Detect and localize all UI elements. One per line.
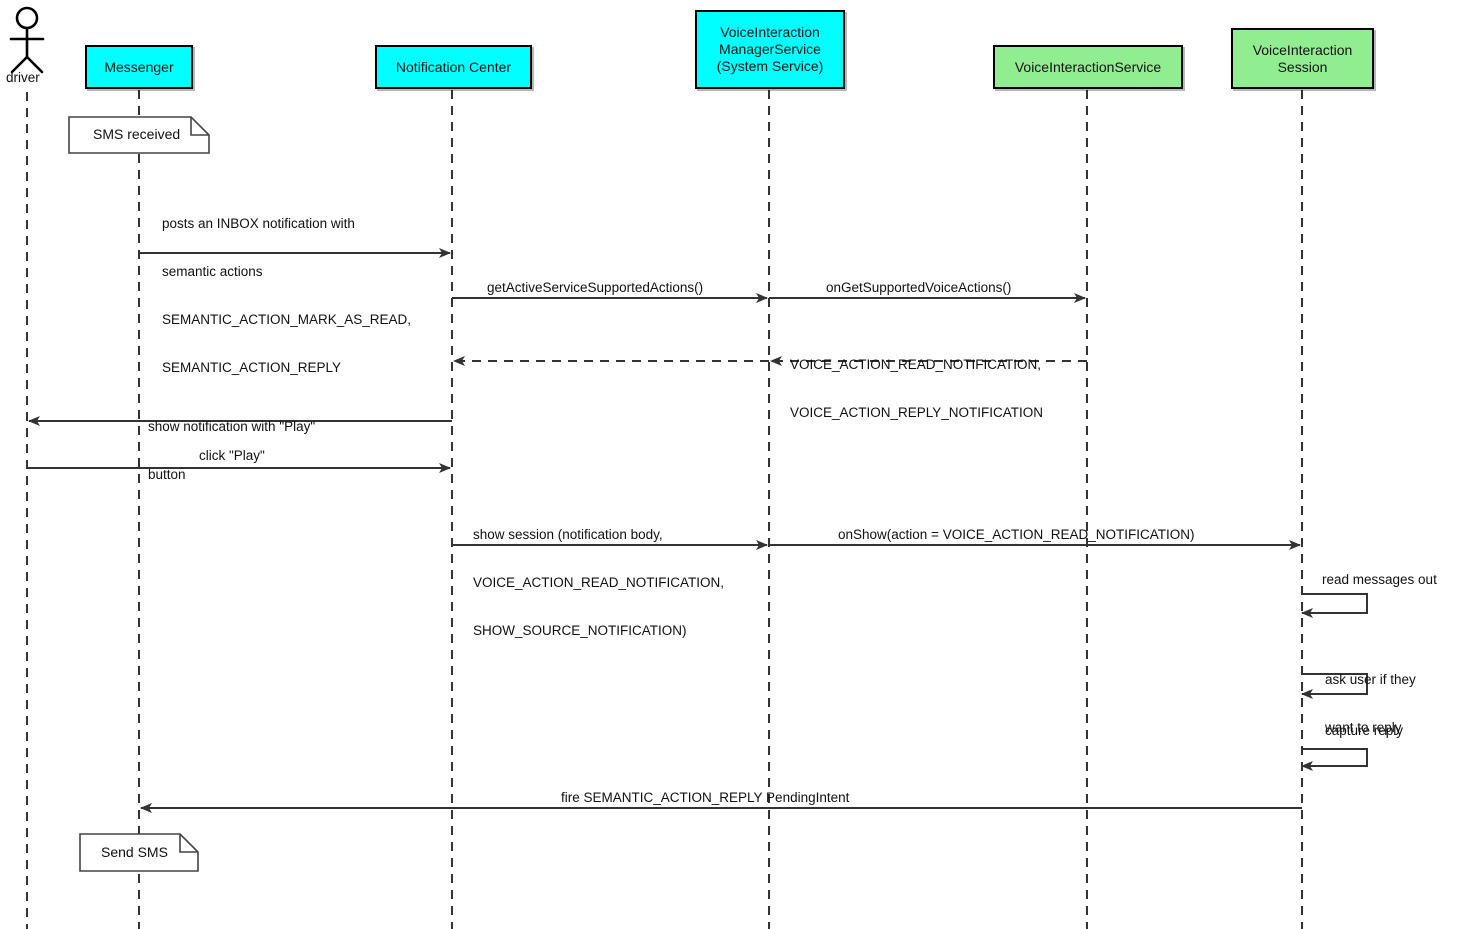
participant-label-vis: VoiceInteractionService [1014,58,1162,75]
message-label-m6: show notification with "Play" button [148,387,315,515]
message-label-m9: onShow(action = VOICE_ACTION_READ_NOTIFI… [838,527,1195,542]
participant-label-vims-line1: VoiceInteraction [720,24,820,40]
participant-label-vi-session-line2: Session [1277,58,1328,75]
message-label-m6-line1: show notification with "Play" [148,419,316,434]
participant-box-vi-session[interactable]: VoiceInteraction Session [1231,28,1374,89]
note-send-sms-shape [79,833,199,872]
message-label-m4: VOICE_ACTION_READ_NOTIFICATION, VOICE_AC… [790,325,1043,453]
message-label-m1-line2: semantic actions [162,264,263,279]
self-message-s1 [1301,593,1368,618]
message-label-m3: onGetSupportedVoiceActions() [826,280,1012,295]
participant-label-vims-line3: (System Service) [716,58,824,74]
self-message-label-s2: ask user if they want to reply [1325,640,1416,768]
message-label-m8-line1: show session (notification body, [473,527,663,542]
message-label-m8-line3: SHOW_SOURCE_NOTIFICATION) [473,623,687,638]
self-message-label-s2-line1: ask user if they [1325,672,1416,687]
message-label-m1: posts an INBOX notification with semanti… [162,184,411,408]
note-sms-received-shape [68,116,210,154]
actor-driver-label: driver [6,70,40,85]
note-send-sms-text: Send SMS [101,844,168,860]
message-label-m6-line2: button [148,467,186,482]
message-label-m8-line2: VOICE_ACTION_READ_NOTIFICATION, [473,575,725,590]
actor-driver-figure [9,6,45,74]
self-message-label-s2-line2: want to reply [1325,720,1402,735]
message-label-m1-line3: SEMANTIC_ACTION_MARK_AS_READ, [162,312,412,327]
message-label-m1-line1: posts an INBOX notification with [162,216,355,231]
actor-leg-left-icon [10,55,29,74]
self-message-label-s3: capture reply [1325,723,1404,738]
actor-head-icon [15,6,39,30]
message-label-m7: click "Play" [199,448,265,463]
participant-box-messenger[interactable]: Messenger [85,45,193,89]
participant-box-vis[interactable]: VoiceInteractionService [993,45,1183,89]
actor-leg-right-icon [25,55,44,74]
message-label-m8: show session (notification body, VOICE_A… [473,495,724,671]
note-sms-received-text: SMS received [93,126,181,142]
message-label-m1-line4: SEMANTIC_ACTION_REPLY [162,360,342,375]
participant-label-messenger: Messenger [104,58,174,75]
participant-box-notification-center[interactable]: Notification Center [375,45,532,89]
self-message-s2 [1301,673,1368,699]
self-message-s3 [1301,748,1368,771]
message-label-m2: getActiveServiceSupportedActions() [487,280,704,295]
self-message-label-s1: read messages out [1322,572,1437,587]
participant-label-notification-center: Notification Center [395,58,512,75]
message-label-m4-line1: VOICE_ACTION_READ_NOTIFICATION, [790,357,1042,372]
participant-label-vi-session-line1: VoiceInteraction [1252,41,1353,58]
participant-box-vims[interactable]: VoiceInteraction ManagerService (System … [695,10,845,89]
participant-label-vims-line2: ManagerService [719,41,821,57]
message-label-m4-line2: VOICE_ACTION_REPLY_NOTIFICATION [790,405,1044,420]
lifelines-group [26,90,1303,929]
message-label-m10: fire SEMANTIC_ACTION_REPLY PendingIntent [561,790,850,805]
